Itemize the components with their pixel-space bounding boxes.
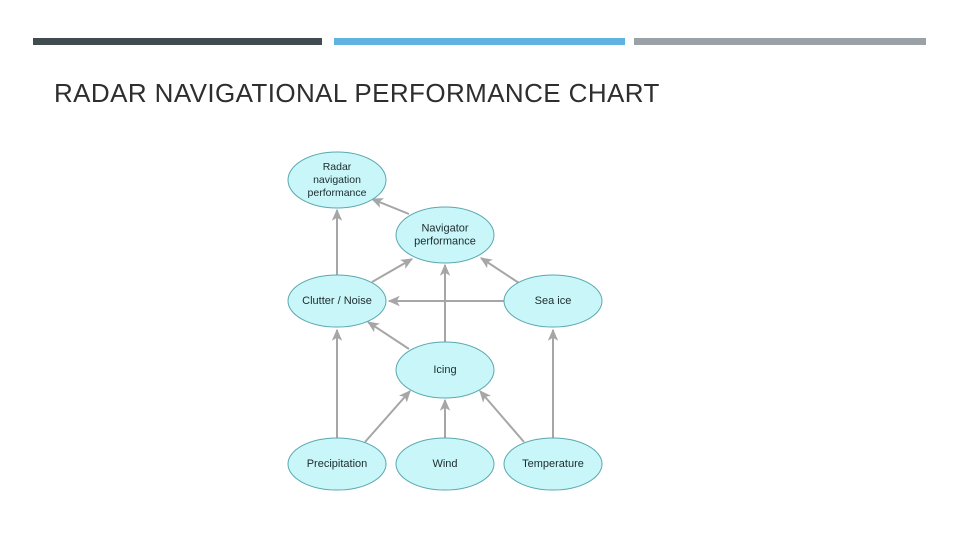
node-shape-radar <box>287 151 387 209</box>
diagram-edge-navigator-to-radar <box>370 198 410 215</box>
diagram-node-seaice[interactable]: Sea ice <box>503 274 603 328</box>
diagram-edges <box>331 198 559 443</box>
node-shape-clutter <box>287 274 387 328</box>
diagram-node-wind[interactable]: Wind <box>395 437 495 491</box>
diagram-node-clutter[interactable]: Clutter / Noise <box>287 274 387 328</box>
diagram-edge-precipitation-to-icing <box>364 390 411 443</box>
node-shape-wind <box>395 437 495 491</box>
node-shape-precipitation <box>287 437 387 491</box>
node-shape-icing <box>395 341 495 399</box>
page-title: RADAR NAVIGATIONAL PERFORMANCE CHART <box>54 78 660 108</box>
diagram-edge-seaice-to-navigator <box>479 257 520 284</box>
diagram-node-precipitation[interactable]: Precipitation <box>287 437 387 491</box>
diagram-edge-temperature-to-icing <box>479 390 525 443</box>
rule-segment-dark <box>33 38 322 45</box>
diagram-edge-clutter-to-navigator <box>371 258 414 283</box>
rule-segment-blue <box>334 38 625 45</box>
node-shape-temperature <box>503 437 603 491</box>
diagram-node-icing[interactable]: Icing <box>395 341 495 399</box>
node-shape-seaice <box>503 274 603 328</box>
node-shape-navigator <box>395 206 495 264</box>
diagram-edge-icing-to-clutter <box>366 321 410 350</box>
rule-segment-gray <box>634 38 926 45</box>
diagram-node-temperature[interactable]: Temperature <box>503 437 603 491</box>
